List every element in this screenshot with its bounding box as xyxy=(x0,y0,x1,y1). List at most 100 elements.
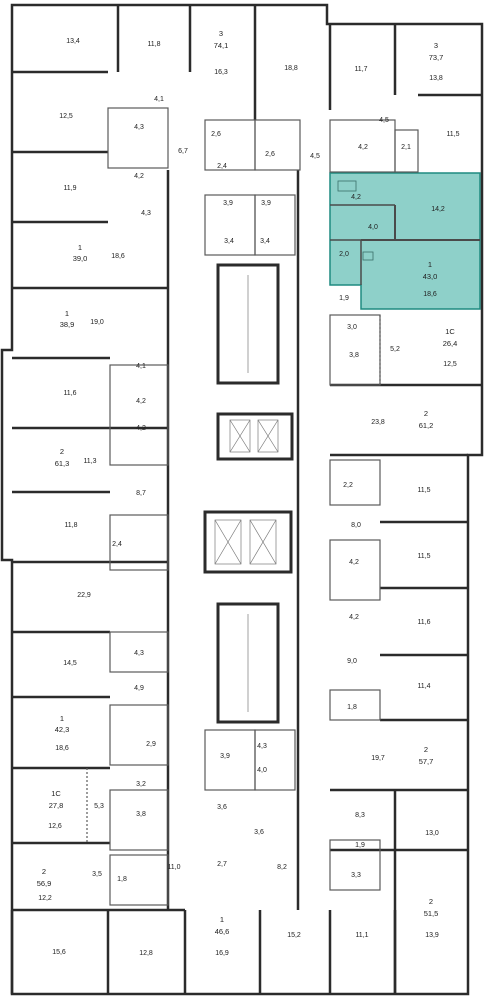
room-area: 4,3 xyxy=(257,743,267,750)
hl-room-area-room: 18,6 xyxy=(423,291,437,298)
room-area: 4,5 xyxy=(379,117,389,124)
room-area: 19,7 xyxy=(371,755,385,762)
room-area: 22,9 xyxy=(77,592,91,599)
apartment-rooms: 1 xyxy=(60,714,64,723)
room-area: 8,7 xyxy=(136,490,146,497)
apartment-rooms: 1 xyxy=(65,309,69,318)
interior-walls xyxy=(86,107,419,906)
room-area: 3,9 xyxy=(220,753,230,760)
room-area: 13,4 xyxy=(66,38,80,45)
room-area: 1,8 xyxy=(347,704,357,711)
room-area: 4,3 xyxy=(134,650,144,657)
apartment-rooms: 2 xyxy=(424,409,428,418)
hl-apartment-total-area: 43,0 xyxy=(423,272,438,281)
washbasin-icon xyxy=(362,251,374,261)
room-area: 4,9 xyxy=(134,685,144,692)
room-area: 12,5 xyxy=(59,113,73,120)
apartment-rooms: 1C xyxy=(445,327,455,336)
apartment-total-area: 42,3 xyxy=(55,725,70,734)
apartment-total-area: 27,8 xyxy=(49,801,64,810)
apartment-rooms: 3 xyxy=(219,29,223,38)
room-area: 5,2 xyxy=(390,346,400,353)
apartment-total-area: 61,2 xyxy=(419,421,434,430)
room-area: 11,6 xyxy=(63,390,76,397)
apartment-rooms: 1 xyxy=(220,915,224,924)
room-area: 11,5 xyxy=(417,553,430,560)
room-area: 11,9 xyxy=(63,185,76,192)
room-area: 15,6 xyxy=(52,949,66,956)
hl-room-area-wc: 2,0 xyxy=(339,251,349,258)
hl-room-area-bath: 4,2 xyxy=(351,194,361,201)
room-area: 8,0 xyxy=(351,522,361,529)
apartment-total-area: 57,7 xyxy=(419,757,434,766)
room-area: 2,2 xyxy=(343,482,353,489)
apartment-total-area: 61,3 xyxy=(55,459,70,468)
room-area: 1,9 xyxy=(355,842,365,849)
room-area: 4,3 xyxy=(134,124,144,131)
room-area: 4,2 xyxy=(358,144,368,151)
room-area: 3,0 xyxy=(347,324,357,331)
room-area: 1,9 xyxy=(339,295,349,302)
apartment-rooms: 2 xyxy=(424,745,428,754)
room-area: 8,3 xyxy=(355,812,365,819)
room-area: 4,0 xyxy=(257,767,267,774)
room-area: 3,4 xyxy=(260,238,270,245)
room-area: 4,2 xyxy=(349,614,359,621)
room-area: 1,8 xyxy=(117,876,127,883)
apartment-total-area: 73,7 xyxy=(429,53,444,62)
room-area: 13,0 xyxy=(425,830,439,837)
room-area: 4,5 xyxy=(310,153,320,160)
room-area: 18,6 xyxy=(111,253,125,260)
room-area: 11,4 xyxy=(417,683,430,690)
room-area: 3,2 xyxy=(136,781,146,788)
apartment-rooms: 1 xyxy=(78,243,82,252)
apartment-rooms: 1C xyxy=(51,789,61,798)
room-area: 11,5 xyxy=(446,131,459,138)
apartment-rooms: 2 xyxy=(42,867,46,876)
room-area: 12,2 xyxy=(38,895,52,902)
room-area: 3,6 xyxy=(254,829,264,836)
hl-room-area-hall: 4,0 xyxy=(368,224,378,231)
apartment-total-area: 74,1 xyxy=(214,41,229,50)
room-area: 3,6 xyxy=(217,804,227,811)
room-area: 12,6 xyxy=(48,823,62,830)
room-area: 3,3 xyxy=(351,872,361,879)
room-area: 3,8 xyxy=(349,352,359,359)
room-area: 4,2 xyxy=(136,425,146,432)
room-area: 12,8 xyxy=(139,950,153,957)
hl-room-area-living: 14,2 xyxy=(431,206,445,213)
room-area: 11,6 xyxy=(417,619,430,626)
apartment-rooms: 2 xyxy=(60,447,64,456)
hl-apartment-rooms: 1 xyxy=(428,260,432,269)
room-area: 12,5 xyxy=(443,361,457,368)
apartment-total-area: 51,5 xyxy=(424,909,439,918)
room-area: 2,7 xyxy=(217,861,227,868)
apartment-total-area: 38,9 xyxy=(60,320,75,329)
room-area: 18,6 xyxy=(55,745,69,752)
room-area: 2,9 xyxy=(146,741,156,748)
room-area: 2,6 xyxy=(265,151,275,158)
apartment-total-area: 26,4 xyxy=(443,339,458,348)
room-area: 3,9 xyxy=(261,200,271,207)
room-area: 11,7 xyxy=(354,66,367,73)
room-area: 2,4 xyxy=(217,163,227,170)
core xyxy=(203,263,294,724)
room-area: 4,2 xyxy=(134,173,144,180)
bathtub-icon xyxy=(337,180,357,192)
apartment-total-area: 56,9 xyxy=(37,879,52,888)
room-area: 11,3 xyxy=(83,458,96,465)
room-area: 8,2 xyxy=(277,864,287,871)
room-area: 9,0 xyxy=(347,658,357,665)
room-area: 2,1 xyxy=(401,144,411,151)
room-area: 2,6 xyxy=(211,131,221,138)
room-area: 4,1 xyxy=(136,363,146,370)
room-area: 11,1 xyxy=(355,932,368,939)
room-area: 11,0 xyxy=(167,864,180,871)
room-area: 5,3 xyxy=(94,803,104,810)
room-area: 11,8 xyxy=(64,522,77,529)
apartment-rooms: 3 xyxy=(434,41,438,50)
highlighted-apartment[interactable] xyxy=(329,172,481,310)
room-area: 6,7 xyxy=(178,148,188,155)
room-area: 3,5 xyxy=(92,871,102,878)
